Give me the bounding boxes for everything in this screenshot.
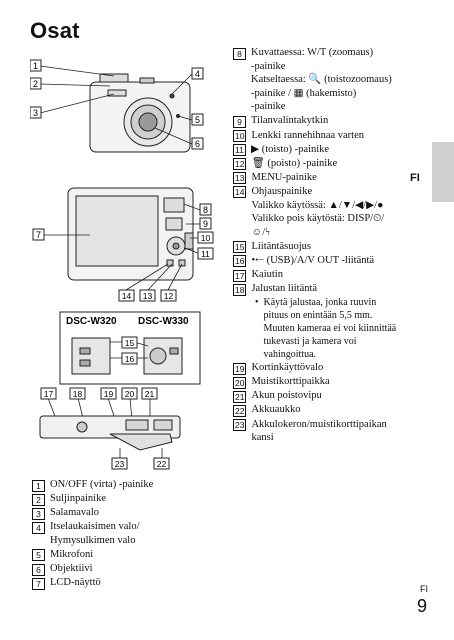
callout-22: 22 xyxy=(153,457,170,470)
svg-text:18: 18 xyxy=(73,389,83,399)
legend-item: 16•⇠ (USB)/A/V OUT -liitäntä xyxy=(233,254,375,268)
svg-text:7: 7 xyxy=(36,230,41,240)
callout-2: 2 xyxy=(30,77,42,90)
bottom-view: 17 18 19 20 21 23 22 xyxy=(39,387,181,470)
callout-23: 23 xyxy=(111,457,128,470)
callout-6: 6 xyxy=(191,137,204,150)
language-tab: FI xyxy=(410,172,420,184)
svg-text:9: 9 xyxy=(203,219,208,229)
svg-text:5: 5 xyxy=(195,115,200,125)
svg-text:13: 13 xyxy=(143,291,153,301)
svg-text:20: 20 xyxy=(125,389,135,399)
svg-text:2: 2 xyxy=(33,79,38,89)
footer-language: FI xyxy=(420,584,428,594)
callout-8: 8 xyxy=(199,203,212,216)
legend-item: 12🗑 (poisto) -painike xyxy=(233,157,338,171)
callout-18: 18 xyxy=(69,387,86,400)
note-18: • Käytä jalustaa, jonka ruuvin pituus on… xyxy=(255,297,397,361)
back-view xyxy=(67,187,194,281)
callout-3: 3 xyxy=(30,106,42,119)
svg-text:6: 6 xyxy=(195,139,200,149)
svg-text:21: 21 xyxy=(145,389,155,399)
svg-text:17: 17 xyxy=(44,389,54,399)
svg-text:22: 22 xyxy=(157,459,167,469)
legend-item: 11▶ (toisto) -painike xyxy=(233,143,433,157)
svg-text:12: 12 xyxy=(164,291,174,301)
svg-text:11: 11 xyxy=(201,249,210,259)
section-tab xyxy=(432,142,454,202)
svg-text:3: 3 xyxy=(33,108,38,118)
camera-illustration: 1 2 3 4 5 6 xyxy=(30,59,214,470)
callout-5: 5 xyxy=(191,113,204,126)
callout-11: 11 xyxy=(197,247,214,260)
callout-10: 10 xyxy=(197,231,214,244)
callout-12: 12 xyxy=(160,289,177,302)
svg-text:16: 16 xyxy=(125,354,135,364)
callout-17: 17 xyxy=(40,387,57,400)
callout-20: 20 xyxy=(121,387,138,400)
front-callouts: 1 2 3 4 5 6 xyxy=(30,59,204,150)
svg-text:23: 23 xyxy=(115,459,125,469)
callout-1: 1 xyxy=(30,59,42,72)
callout-9: 9 xyxy=(199,217,212,230)
callout-4: 4 xyxy=(191,67,204,80)
callout-19: 19 xyxy=(100,387,117,400)
camera-figure: 1 2 3 4 5 6 xyxy=(30,58,220,478)
callout-21: 21 xyxy=(141,387,158,400)
svg-text:1: 1 xyxy=(33,61,38,71)
page-number: 9 xyxy=(417,596,428,616)
svg-text:14: 14 xyxy=(122,291,132,301)
callout-14: 14 xyxy=(118,289,135,302)
svg-text:10: 10 xyxy=(201,233,211,243)
svg-text:8: 8 xyxy=(203,205,208,215)
callout-13: 13 xyxy=(139,289,156,302)
page-title: Osat xyxy=(30,18,80,43)
svg-text:4: 4 xyxy=(195,69,200,79)
callout-15: 15 xyxy=(121,336,138,349)
model-right-label: DSC-W330 xyxy=(138,316,189,327)
back-callouts: 7 8 9 10 11 14 13 12 xyxy=(32,203,214,302)
callout-16: 16 xyxy=(121,352,138,365)
connector-detail: DSC-W320 DSC-W330 15 16 xyxy=(59,311,201,385)
model-left-label: DSC-W320 xyxy=(66,316,117,327)
front-view xyxy=(89,73,191,153)
callout-7: 7 xyxy=(32,228,45,241)
svg-text:15: 15 xyxy=(125,338,135,348)
svg-text:19: 19 xyxy=(104,389,114,399)
